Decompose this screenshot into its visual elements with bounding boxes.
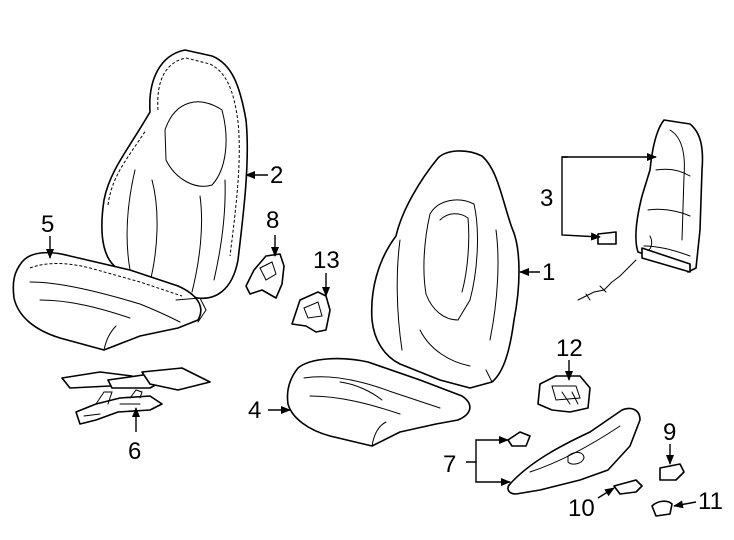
handle-cover-9 <box>659 463 685 481</box>
bracket-12 <box>537 375 591 413</box>
cushion-frame <box>61 367 211 425</box>
side-shield <box>507 407 641 495</box>
callout-1: 1 <box>542 259 555 286</box>
callout-10: 10 <box>568 495 595 522</box>
bracket-8 <box>245 253 285 299</box>
leader-lines <box>46 153 697 509</box>
callout-11: 11 <box>698 488 723 515</box>
bracket-13 <box>291 291 331 333</box>
callout-5: 5 <box>41 211 54 238</box>
seat-back-frame <box>577 119 704 301</box>
cap-11 <box>651 500 673 517</box>
callout-13: 13 <box>313 247 340 274</box>
left-seat-back <box>101 49 249 300</box>
left-seat-cushion <box>12 251 207 351</box>
callout-3: 3 <box>540 185 553 212</box>
callout-6: 6 <box>128 438 141 465</box>
callout-4: 4 <box>248 397 261 424</box>
callout-2: 2 <box>270 162 283 189</box>
right-seat-cushion <box>286 357 471 447</box>
callout-9: 9 <box>663 419 676 446</box>
callout-8: 8 <box>266 207 279 234</box>
callout-12: 12 <box>556 335 583 362</box>
right-seat-back <box>370 150 520 389</box>
lever-10 <box>613 479 643 495</box>
callout-7: 7 <box>443 451 456 478</box>
